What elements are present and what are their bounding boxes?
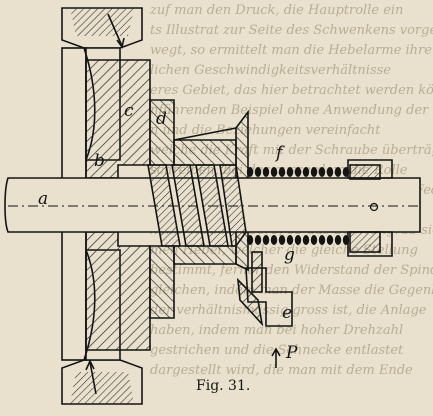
spring-coil bbox=[270, 167, 278, 177]
spring-coil bbox=[278, 167, 286, 177]
spring-coil bbox=[302, 235, 310, 245]
worm-thread bbox=[147, 164, 247, 247]
background-text-line: gleichen, indem man der Masse die Gegenk… bbox=[150, 283, 433, 298]
label-g: g bbox=[284, 245, 295, 265]
background-text-line: nführenden Beispiel ohne Anwendung der bbox=[150, 103, 429, 118]
background-text-line: n und die Beziehungen vereinfacht bbox=[150, 123, 381, 138]
label-c: c bbox=[124, 101, 134, 121]
label-a: a bbox=[38, 189, 48, 209]
spring-coil bbox=[334, 167, 342, 177]
background-text-line: bestimmt, ferner den Widerstand der Spin… bbox=[150, 263, 433, 278]
label-b: b bbox=[94, 151, 105, 171]
background-text-line: der verhältnismässig gross ist, die Anla… bbox=[150, 303, 427, 318]
spring-coil bbox=[294, 167, 302, 177]
spring-coil bbox=[326, 167, 334, 177]
spring-coil bbox=[326, 235, 334, 245]
collar bbox=[347, 159, 393, 257]
label-e: e bbox=[282, 303, 292, 323]
spring-coil bbox=[310, 235, 318, 245]
background-text-line: eres Gebiet, das hier betrachtet werden … bbox=[150, 83, 433, 98]
spring-coil bbox=[254, 167, 262, 177]
spring-coil bbox=[310, 167, 318, 177]
spring-coil bbox=[254, 235, 262, 245]
background-text-line: dargestellt wird, die man mit dem Ende bbox=[150, 363, 413, 378]
label-d: d bbox=[156, 109, 167, 129]
background-text-line: lichen Geschwindigkeitsverhältnisse bbox=[150, 63, 391, 78]
spring-coil bbox=[318, 235, 326, 245]
spring-coil bbox=[318, 167, 326, 177]
spring-f bbox=[246, 167, 350, 245]
spring-coil bbox=[246, 167, 254, 177]
spring-coil bbox=[246, 235, 254, 245]
nut-c bbox=[85, 59, 151, 351]
spring-coil bbox=[302, 167, 310, 177]
background-text-line: haben, indem man bei hoher Drehzahl bbox=[150, 323, 403, 338]
spring-coil bbox=[334, 235, 342, 245]
spring-coil bbox=[262, 235, 270, 245]
spring-coil bbox=[286, 235, 294, 245]
labels: a b c d f g e P bbox=[38, 101, 298, 363]
background-text-line: ts Illustrat zur Seite des Schwenkens vo… bbox=[150, 23, 433, 38]
figure-caption: Fig. 31. bbox=[196, 378, 250, 394]
label-f: f bbox=[274, 143, 285, 163]
spring-coil bbox=[270, 235, 278, 245]
background-text-line: wegt, so ermittelt man die Hebelarme ihr… bbox=[150, 43, 433, 58]
spring-coil bbox=[262, 167, 270, 177]
spring-coil bbox=[294, 235, 302, 245]
label-p: P bbox=[285, 343, 298, 363]
lever-e-g bbox=[236, 251, 293, 368]
spring-coil bbox=[278, 235, 286, 245]
spring-coil bbox=[286, 167, 294, 177]
background-text-line: zuf man den Druck, die Hauptrolle ein bbox=[149, 3, 403, 18]
